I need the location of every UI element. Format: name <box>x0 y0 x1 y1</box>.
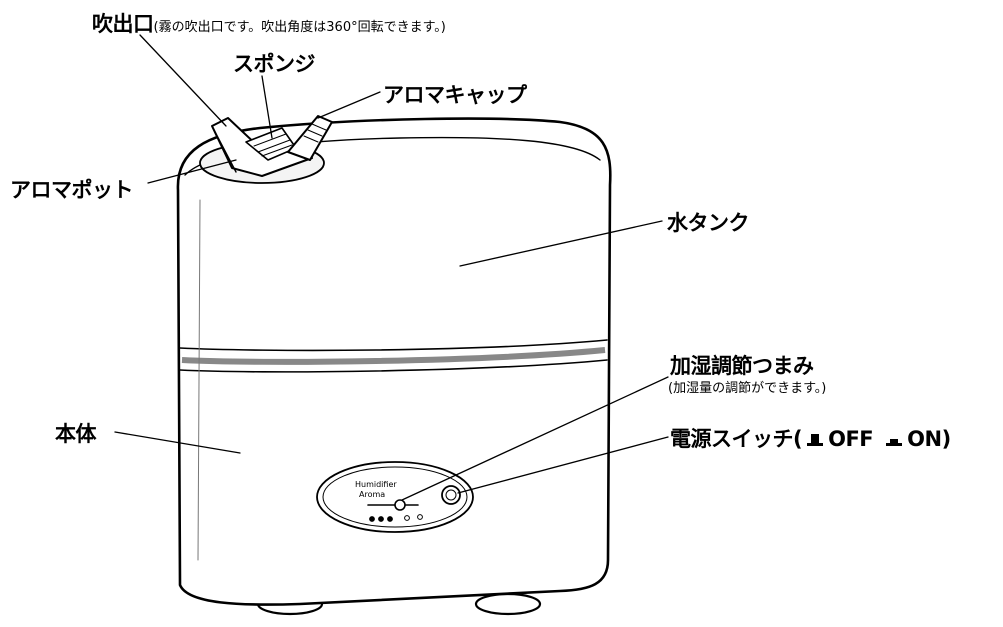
switch-on-icon <box>886 439 903 446</box>
label-power-switch: 電源スイッチ( OFF ON) <box>670 423 951 453</box>
leader-aroma-pot <box>147 159 237 184</box>
leader-water-tank <box>459 220 663 267</box>
label-outlet: 吹出口(霧の吹出口です。吹出角度は360°回転できます。) <box>92 8 446 38</box>
label-sponge: スポンジ <box>233 52 316 76</box>
label-aroma-cap: アロマキャップ <box>383 83 527 107</box>
aroma-cap-ridges <box>303 123 327 143</box>
label-humidity-knob: 加湿調節つまみ <box>670 354 814 378</box>
indicator-dot <box>369 516 375 522</box>
switch-off-icon <box>807 434 824 446</box>
label-body: 本体 <box>55 422 97 446</box>
leader-aroma-cap <box>317 91 381 119</box>
indicator-dot <box>404 515 410 521</box>
indicator-dot <box>387 516 393 522</box>
label-outlet-note: (霧の吹出口です。吹出角度は360°回転できます。) <box>153 20 446 35</box>
power-switch-inner <box>445 489 457 501</box>
indicator-dot <box>378 516 384 522</box>
label-outlet-title: 吹出口 <box>92 12 154 36</box>
tank-seam-upper <box>179 339 608 352</box>
indicator-dot <box>417 514 423 520</box>
control-panel <box>316 461 474 533</box>
label-power-switch-prefix: 電源スイッチ( <box>670 427 803 451</box>
outlet-nozzle-edge <box>213 129 237 173</box>
leader-body <box>114 431 241 454</box>
panel-brand-line1: Humidifier <box>355 480 397 489</box>
body-side-shade <box>197 199 201 561</box>
tank-seam-lower <box>179 359 608 373</box>
label-humidity-knob-note: (加湿量の調節ができます。) <box>668 381 827 396</box>
humidity-knob <box>394 499 406 511</box>
leader-power-switch <box>457 436 669 494</box>
leader-sponge <box>261 75 273 139</box>
panel-brand-line2: Aroma <box>359 490 385 499</box>
label-water-tank: 水タンク <box>667 211 750 235</box>
label-power-on: ON) <box>907 427 951 451</box>
sponge-lines <box>253 133 293 157</box>
tank-seam-shadow <box>181 347 606 365</box>
aroma-cap-shape <box>287 115 333 161</box>
leader-humidity-knob <box>401 376 669 501</box>
label-power-off: OFF <box>828 427 874 451</box>
leader-outlet <box>139 34 227 127</box>
foot-right <box>474 592 542 616</box>
label-aroma-pot: アロマポット <box>10 178 134 202</box>
control-panel-inner <box>322 466 468 528</box>
power-switch <box>441 485 461 505</box>
